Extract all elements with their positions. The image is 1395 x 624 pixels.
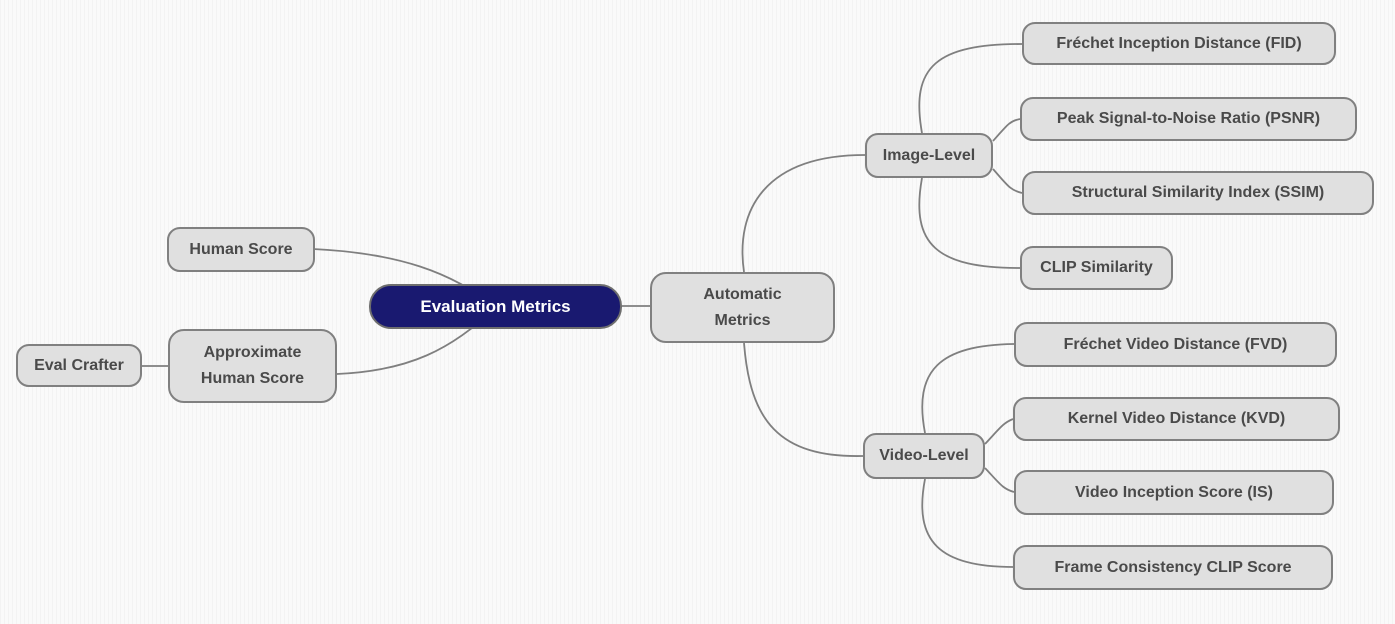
- node-kernel-video-distance: Kernel Video Distance (KVD): [1013, 397, 1340, 441]
- edge-automatic-image-level: [741, 154, 866, 273]
- edge-image-clip: [918, 177, 1021, 269]
- node-label: Image-Level: [882, 146, 976, 164]
- node-label-line-2: Metrics: [714, 311, 771, 329]
- node-label: Fréchet Inception Distance (FID): [1056, 34, 1302, 52]
- node-video-inception-score: Video Inception Score (IS): [1014, 470, 1334, 515]
- node-frechet-inception-distance: Fréchet Inception Distance (FID): [1022, 22, 1336, 65]
- node-automatic-metrics: Automatic Metrics: [650, 272, 835, 343]
- node-evaluation-metrics: Evaluation Metrics: [369, 284, 622, 329]
- node-label: Video Inception Score (IS): [1075, 483, 1273, 501]
- node-structural-similarity-index: Structural Similarity Index (SSIM): [1022, 171, 1374, 215]
- edge-video-is: [984, 467, 1015, 493]
- node-label: Video-Level: [879, 447, 969, 465]
- node-label-line-2: Human Score: [200, 370, 305, 387]
- node-label: Frame Consistency CLIP Score: [1054, 558, 1292, 576]
- edge-video-fvd: [921, 343, 1015, 434]
- edge-image-psnr: [992, 118, 1021, 142]
- node-label: Human Score: [189, 240, 293, 258]
- node-label: Fréchet Video Distance (FVD): [1063, 335, 1288, 353]
- node-eval-crafter: Eval Crafter: [16, 344, 142, 387]
- node-video-level: Video-Level: [863, 433, 985, 479]
- edge-automatic-video-level: [743, 342, 864, 457]
- edge-image-fid: [918, 43, 1023, 134]
- node-label-line-1: Approximate: [203, 344, 302, 362]
- node-label: Peak Signal-to-Noise Ratio (PSNR): [1056, 110, 1321, 128]
- edge-image-ssim: [992, 168, 1023, 194]
- node-image-level: Image-Level: [865, 133, 993, 178]
- edge-video-frame-consistency: [921, 478, 1014, 568]
- node-label: CLIP Similarity: [1040, 259, 1153, 277]
- node-label: Eval Crafter: [34, 356, 124, 374]
- node-label: Structural Similarity Index (SSIM): [1071, 184, 1325, 202]
- node-human-score: Human Score: [167, 227, 315, 272]
- node-label: Evaluation Metrics: [420, 296, 571, 316]
- node-clip-similarity: CLIP Similarity: [1020, 246, 1173, 290]
- node-peak-signal-to-noise-ratio: Peak Signal-to-Noise Ratio (PSNR): [1020, 97, 1357, 141]
- node-frame-consistency-clip-score: Frame Consistency CLIP Score: [1013, 545, 1333, 590]
- node-frechet-video-distance: Fréchet Video Distance (FVD): [1014, 322, 1337, 367]
- node-label: Kernel Video Distance (KVD): [1067, 410, 1286, 428]
- node-label-line-1: Automatic: [703, 285, 782, 303]
- edge-video-kvd: [984, 418, 1014, 445]
- node-approximate-human-score: Approximate Human Score: [168, 329, 337, 403]
